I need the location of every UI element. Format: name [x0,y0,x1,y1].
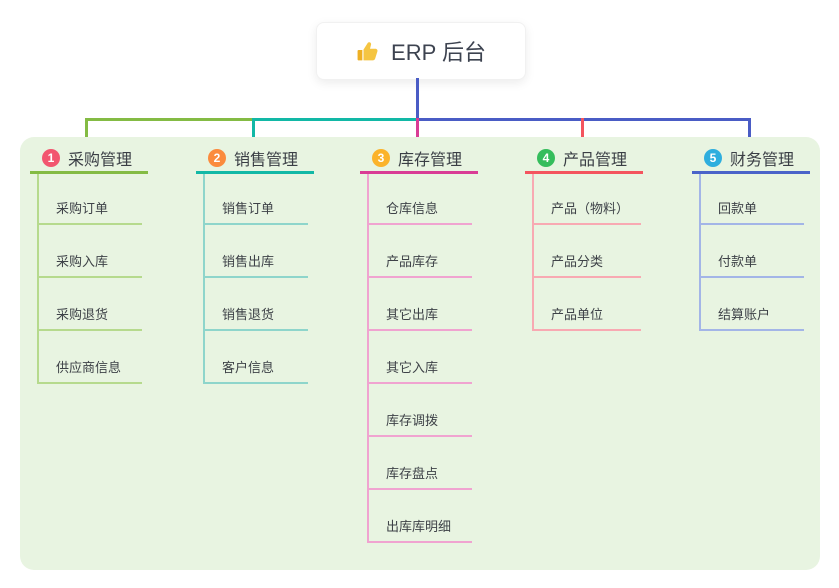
child-label: 采购入库 [56,254,109,269]
root-stem-line [416,78,419,118]
child-node[interactable]: 库存盘点 [369,437,472,490]
child-label: 销售订单 [222,201,275,216]
branch-drop-line [581,118,584,143]
child-node[interactable]: 其它出库 [369,278,472,331]
bus-segment [86,118,253,121]
branch-drop-line [748,118,751,143]
branch-header[interactable]: 1 采购管理 [30,145,149,174]
bus-segment [253,118,417,121]
bus-segment [417,118,751,121]
child-label: 回款单 [718,201,758,216]
branch-label: 产品管理 [563,152,628,169]
child-node[interactable]: 客户信息 [205,331,308,384]
child-node[interactable]: 供应商信息 [39,331,142,384]
child-label: 库存调拨 [386,413,439,428]
thumbs-up-icon [356,39,381,64]
child-node[interactable]: 付款单 [701,225,804,278]
child-node[interactable]: 销售订单 [205,174,308,225]
child-node[interactable]: 采购订单 [39,174,142,225]
child-label: 产品库存 [386,254,439,269]
branch-number-badge: 4 [537,149,555,167]
branch: 4 产品管理 产品（物料） 产品分类 产品单位 [525,145,644,331]
child-node[interactable]: 出库库明细 [369,490,472,543]
branch-number-badge: 3 [372,149,390,167]
branch-label: 采购管理 [68,152,133,169]
child-label: 付款单 [718,254,758,269]
child-node[interactable]: 产品（物料） [534,174,642,225]
child-label: 仓库信息 [386,201,439,216]
child-label: 客户信息 [222,360,275,375]
child-node[interactable]: 产品分类 [534,225,642,278]
child-node[interactable]: 其它入库 [369,331,472,384]
child-label: 销售退货 [222,307,275,322]
branch-drop-line [85,118,88,143]
children-rail: 回款单 付款单 结算账户 [699,174,804,331]
branches-panel [20,137,820,570]
child-node[interactable]: 销售退货 [205,278,308,331]
child-node[interactable]: 结算账户 [701,278,804,331]
root-title: ERP 后台 [391,40,486,65]
branch-drop-line [416,118,419,143]
branch-header[interactable]: 4 产品管理 [525,145,644,174]
branch-label: 销售管理 [234,152,299,169]
child-label: 其它入库 [386,360,439,375]
child-node[interactable]: 库存调拨 [369,384,472,437]
branch-label: 库存管理 [398,152,463,169]
child-label: 出库库明细 [386,519,452,534]
child-label: 产品分类 [551,254,604,269]
child-node[interactable]: 仓库信息 [369,174,472,225]
child-node[interactable]: 采购退货 [39,278,142,331]
child-node[interactable]: 回款单 [701,174,804,225]
root-node[interactable]: ERP 后台 [316,22,526,80]
child-label: 采购订单 [56,201,109,216]
branch-drop-line [252,118,255,143]
branch: 3 库存管理 仓库信息 产品库存 其它出库 其它入库 库存调拨 库存盘点 出库库… [360,145,479,543]
child-node[interactable]: 采购入库 [39,225,142,278]
branch: 2 销售管理 销售订单 销售出库 销售退货 客户信息 [196,145,315,384]
branch: 5 财务管理 回款单 付款单 结算账户 [692,145,811,331]
child-node[interactable]: 销售出库 [205,225,308,278]
child-label: 结算账户 [718,307,771,322]
child-label: 产品（物料） [551,201,630,216]
child-label: 库存盘点 [386,466,439,481]
children-rail: 销售订单 销售出库 销售退货 客户信息 [203,174,308,384]
branch-number-badge: 1 [42,149,60,167]
child-label: 销售出库 [222,254,275,269]
child-label: 供应商信息 [56,360,122,375]
child-node[interactable]: 产品单位 [534,278,642,331]
child-label: 产品单位 [551,307,604,322]
children-rail: 仓库信息 产品库存 其它出库 其它入库 库存调拨 库存盘点 出库库明细 [367,174,472,543]
branch-number-badge: 5 [704,149,722,167]
branch-number-badge: 2 [208,149,226,167]
children-rail: 采购订单 采购入库 采购退货 供应商信息 [37,174,142,384]
child-label: 其它出库 [386,307,439,322]
branch-label: 财务管理 [730,152,795,169]
branch-header[interactable]: 2 销售管理 [196,145,315,174]
branch-header[interactable]: 3 库存管理 [360,145,479,174]
branch-header[interactable]: 5 财务管理 [692,145,811,174]
child-label: 采购退货 [56,307,109,322]
children-rail: 产品（物料） 产品分类 产品单位 [532,174,642,331]
child-node[interactable]: 产品库存 [369,225,472,278]
branch: 1 采购管理 采购订单 采购入库 采购退货 供应商信息 [30,145,149,384]
